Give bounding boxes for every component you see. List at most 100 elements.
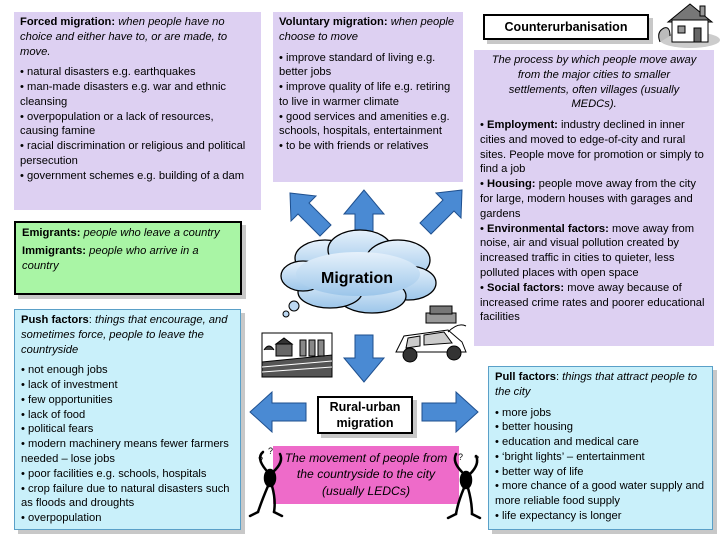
voluntary-heading: Voluntary migration: when people choose …: [279, 15, 457, 45]
svg-text:?: ?: [258, 455, 263, 465]
push-item-text: overpopulation: [28, 512, 102, 525]
pull-item: • better way of life: [495, 465, 706, 480]
bullet-icon: •: [495, 406, 503, 419]
pull-item-text: life expectancy is longer: [502, 510, 622, 523]
bullet-icon: •: [279, 51, 287, 64]
counterurbanisation-factor: • Environmental factors: move away from …: [480, 222, 708, 281]
arrow-down-icon: [342, 334, 386, 383]
pull-item-text: more chance of a good water supply and m…: [495, 480, 705, 508]
bullet-icon: •: [21, 482, 29, 495]
pull-item: • education and medical care: [495, 435, 706, 450]
bullet-icon: •: [21, 438, 29, 451]
bullet-icon: •: [21, 364, 29, 377]
voluntary-item: • improve standard of living e.g. better…: [279, 51, 457, 81]
push-item-text: not enough jobs: [28, 364, 108, 377]
push-item: • crop failure due to natural disasters …: [21, 482, 234, 512]
rural-urban-title-box: Rural-urban migration: [317, 396, 413, 434]
rural-urban-desc: The movement of people from the countrys…: [284, 451, 448, 498]
counterurbanisation-box: The process by which people move away fr…: [474, 50, 714, 346]
counterurbanisation-list: • Employment: industry declined in inner…: [480, 118, 708, 325]
push-desc: things that encourage, and sometimes for…: [21, 314, 228, 356]
pull-item: • ‘bright lights’ – entertainment: [495, 450, 706, 465]
pull-item: • better housing: [495, 420, 706, 435]
bullet-icon: •: [495, 436, 503, 449]
bullet-icon: •: [20, 66, 28, 79]
pull-item-text: better way of life: [502, 465, 584, 478]
factor-text: industry declined in inner cities and mo…: [480, 119, 704, 176]
pull-heading: Pull factors: things that attract people…: [495, 371, 698, 398]
bullet-icon: •: [495, 450, 503, 463]
bullet-icon: •: [20, 140, 28, 153]
counterurbanisation-desc: The process by which people move away fr…: [491, 54, 697, 111]
push-item-text: crop failure due to natural disasters su…: [21, 482, 230, 510]
pull-factors-box: Pull factors: things that attract people…: [488, 366, 713, 530]
emigrants-text: people who leave a country: [83, 227, 220, 239]
bullet-icon: •: [279, 140, 287, 153]
push-item-text: modern machinery means fewer farmers nee…: [21, 438, 229, 466]
forced-item-text: man-made disasters e.g. war and ethnic c…: [20, 81, 227, 108]
svg-text:?: ?: [474, 454, 479, 464]
push-item-text: lack of investment: [28, 379, 118, 392]
voluntary-item-text: improve standard of living e.g. better j…: [279, 51, 436, 79]
pull-item-text: better housing: [502, 421, 573, 434]
migration-cloud-icon: [280, 229, 437, 318]
bullet-icon: •: [495, 480, 503, 493]
bullet-icon: •: [21, 423, 29, 436]
bullet-icon: •: [480, 222, 488, 235]
push-item: • lack of food: [21, 408, 234, 423]
arrow-up-icon: [342, 189, 386, 245]
push-item: • few opportunities: [21, 393, 234, 408]
pull-list: • more jobs• better housing• education a…: [495, 406, 706, 524]
pull-item: • more chance of a good water supply and…: [495, 479, 706, 509]
arrow-left-icon: [249, 390, 307, 434]
counterurbanisation-factor: • Housing: people move away from the cit…: [480, 177, 708, 221]
push-item: • lack of investment: [21, 378, 234, 393]
factor-text: move away because of increased crime rat…: [480, 281, 705, 324]
bullet-icon: •: [21, 379, 29, 392]
forced-item-text: racial discrimination or religious and p…: [20, 140, 246, 168]
voluntary-migration-box: Voluntary migration: when people choose …: [273, 12, 463, 182]
pull-title: Pull factors: [495, 371, 556, 383]
pull-item-text: more jobs: [502, 406, 552, 419]
bullet-icon: •: [279, 81, 287, 94]
forced-item: • racial discrimination or religious and…: [20, 139, 255, 169]
counterurbanisation-title: Counterurbanisation: [504, 20, 628, 34]
pull-desc: things that attract people to the city: [495, 371, 698, 398]
migration-label: Migration: [321, 270, 393, 287]
factor-label: Housing:: [487, 178, 536, 191]
voluntary-title: Voluntary migration:: [279, 16, 388, 28]
forced-item: • man-made disasters e.g. war and ethnic…: [20, 80, 255, 110]
farm-icon: [261, 332, 333, 378]
forced-list: • natural disasters e.g. earthquakes• ma…: [20, 65, 255, 183]
push-item-text: poor facilities e.g. schools, hospitals: [28, 467, 207, 480]
forced-desc: when people have no choice and either ha…: [20, 16, 228, 58]
immigrants-text: people who arrive in a country: [22, 244, 199, 272]
push-item: • political fears: [21, 422, 234, 437]
forced-heading: Forced migration: when people have no ch…: [20, 15, 255, 59]
forced-item: • natural disasters e.g. earthquakes: [20, 65, 255, 80]
push-item: • poor facilities e.g. schools, hospital…: [21, 467, 234, 482]
arrow-right-icon: [421, 390, 479, 434]
rural-urban-title: Rural-urban migration: [329, 400, 401, 431]
house-icon: [658, 3, 720, 48]
immigrants-label: Immigrants:: [22, 244, 87, 257]
voluntary-item: • improve quality of life e.g. retiring …: [279, 80, 457, 110]
voluntary-item-text: good services and amenities e.g. schools…: [279, 110, 450, 138]
push-factors-box: Push factors: things that encourage, and…: [14, 309, 241, 530]
emigrants-label: Emigrants:: [22, 227, 81, 239]
emigrants-definition: Emigrants: people who leave a country: [22, 226, 234, 241]
factor-label: Social factors:: [487, 281, 565, 294]
push-item: • overpopulation: [21, 511, 234, 526]
definitions-box: Emigrants: people who leave a country Im…: [14, 221, 242, 295]
bullet-icon: •: [21, 408, 29, 421]
bullet-icon: •: [20, 169, 28, 182]
push-item: • modern machinery means fewer farmers n…: [21, 437, 234, 467]
factor-label: Environmental factors:: [487, 222, 609, 235]
push-title: Push factors: [21, 314, 89, 326]
push-item-text: few opportunities: [28, 393, 113, 406]
voluntary-item-text: improve quality of life e.g. retiring to…: [279, 81, 451, 108]
factor-label: Employment:: [487, 119, 558, 132]
bullet-icon: •: [279, 110, 287, 123]
forced-item-text: government schemes e.g. building of a da…: [27, 169, 245, 182]
push-item-text: political fears: [28, 423, 94, 436]
